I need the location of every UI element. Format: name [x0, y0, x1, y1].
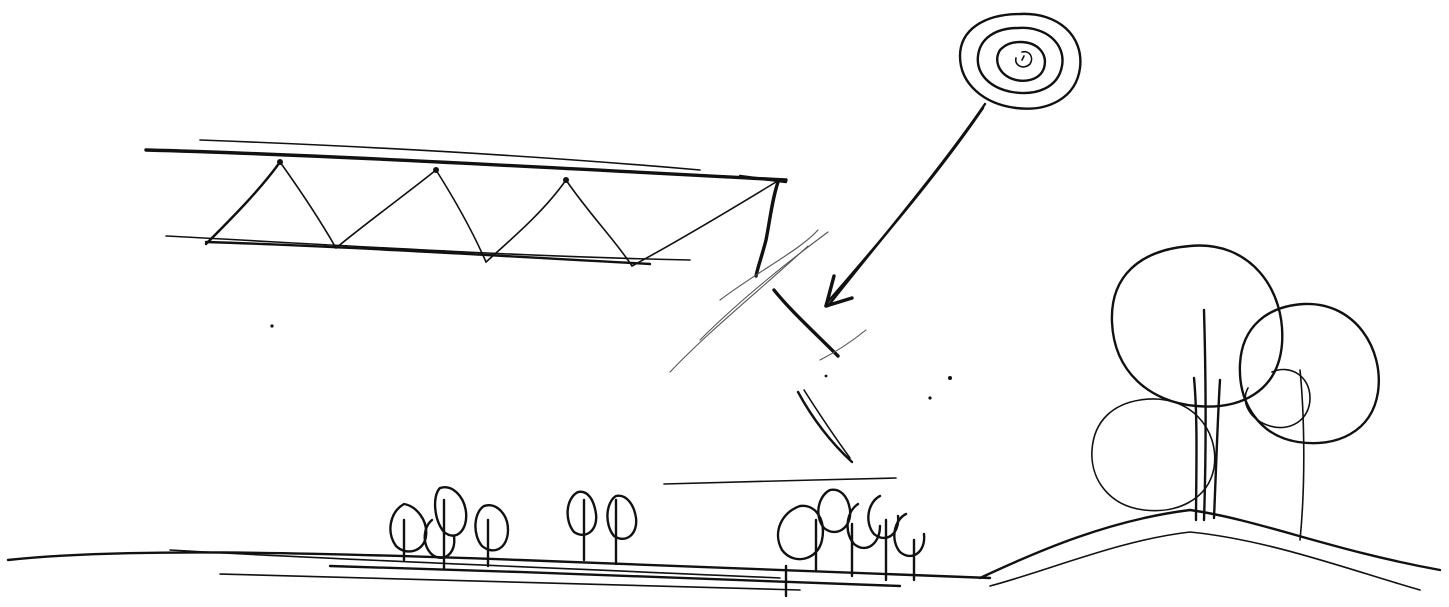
- cantilever-truss-roof: [144, 139, 788, 278]
- shrub-cluster-middle: [566, 490, 638, 566]
- large-tree-group: [1091, 244, 1380, 541]
- sun-ray-arrow: [824, 102, 987, 308]
- ground-line: [6, 549, 992, 591]
- reflected-light-strokes: [270, 229, 952, 485]
- sun-icon: [958, 12, 1082, 110]
- shrub-cluster-left: [389, 486, 510, 570]
- hill: [978, 508, 1442, 591]
- shrub-cluster-right: [776, 488, 926, 598]
